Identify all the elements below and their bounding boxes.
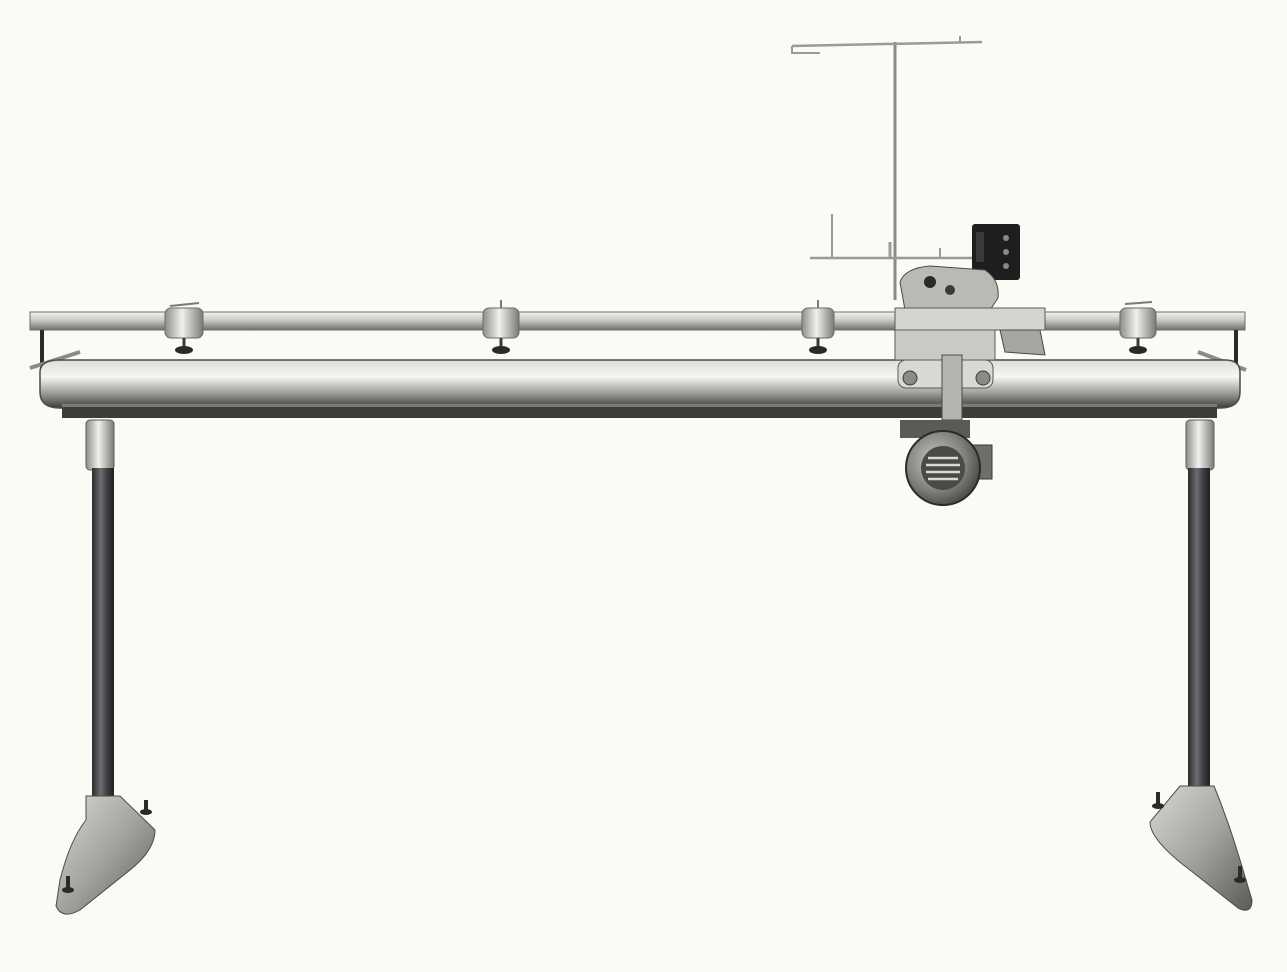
roller-clamp-icon bbox=[164, 300, 1157, 354]
leg-foot-icon bbox=[55, 419, 156, 915]
leg-foot-icon-right bbox=[1149, 419, 1253, 911]
motor-icon bbox=[900, 420, 993, 506]
main-trough bbox=[39, 359, 1241, 418]
thread-stand-icon bbox=[791, 36, 983, 300]
sewing-head-icon bbox=[894, 224, 1046, 421]
upper-rail bbox=[29, 311, 1246, 331]
